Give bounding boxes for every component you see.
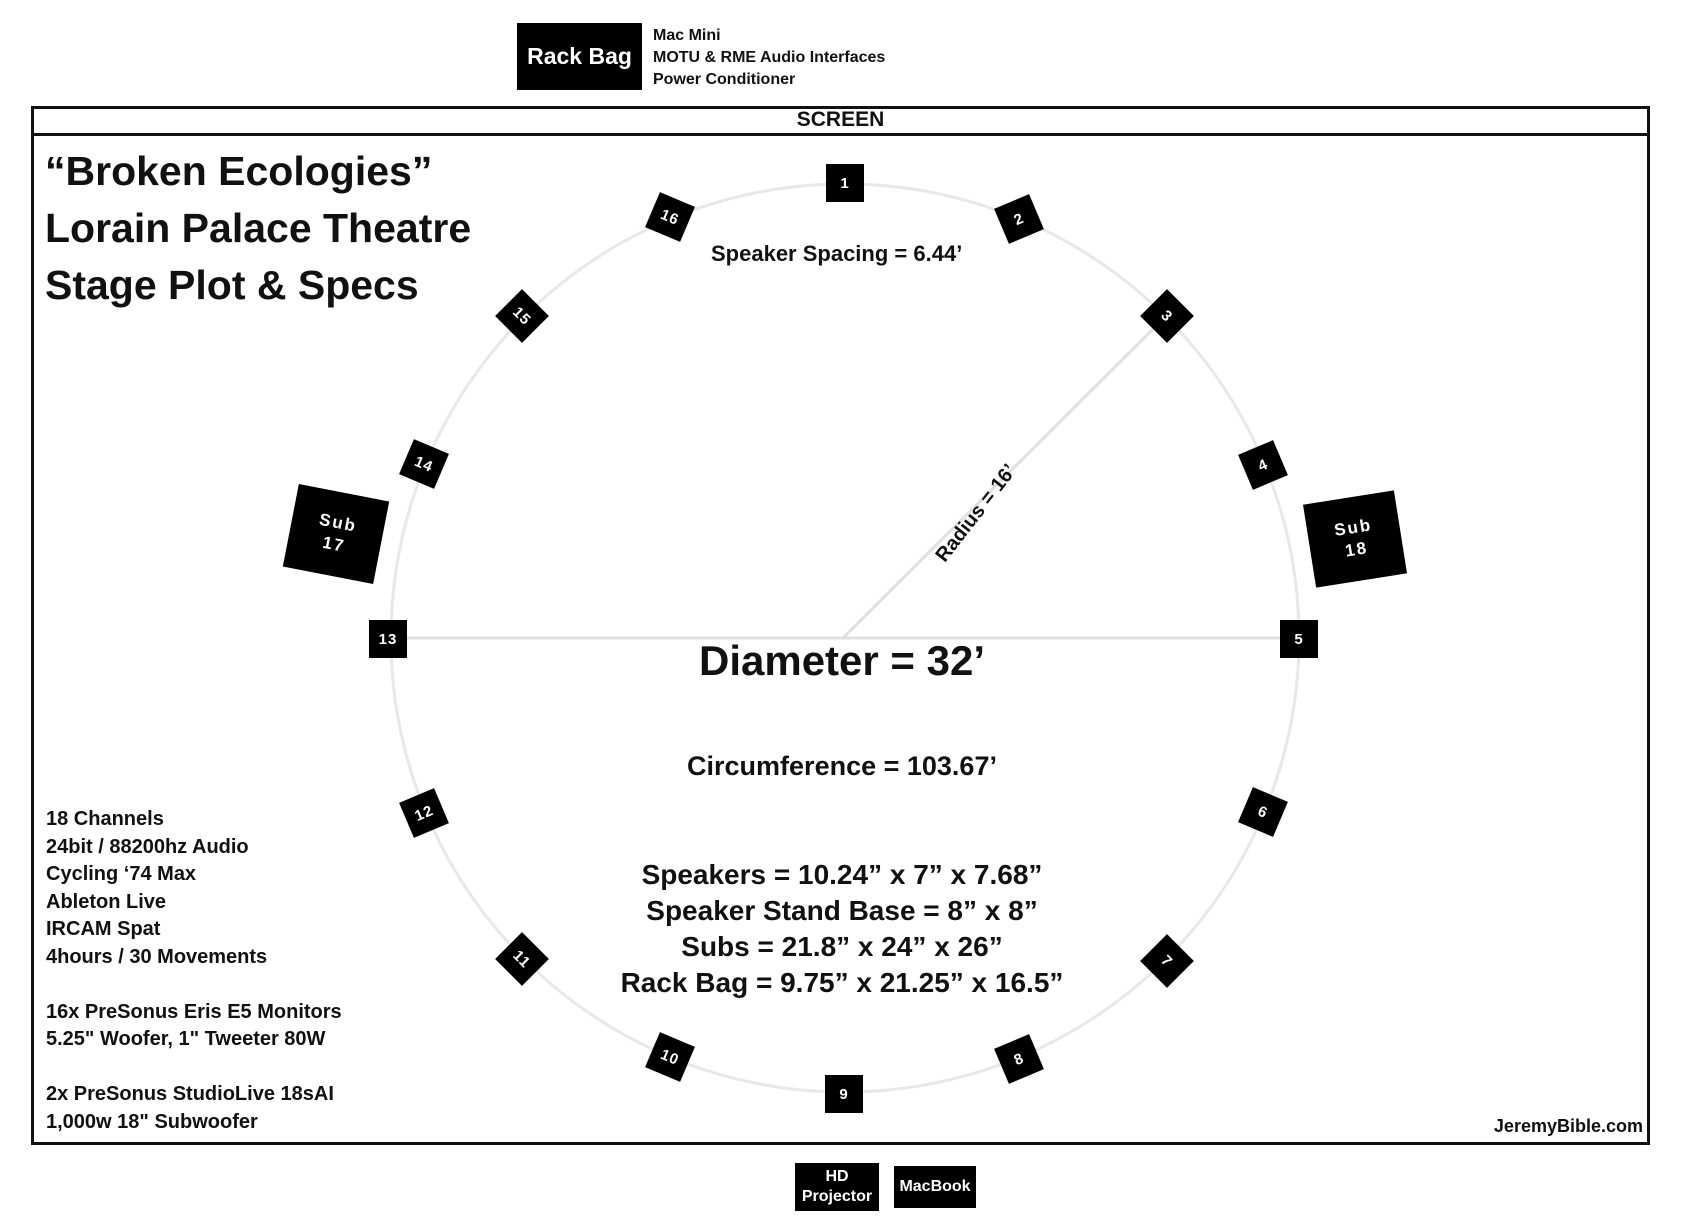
speaker-13: 13: [369, 620, 407, 658]
sub-17: Sub 17: [282, 483, 390, 585]
sub-18: Sub 18: [1302, 490, 1408, 588]
spec-line: [46, 1054, 342, 1082]
diameter-label: Diameter = 32’: [698, 637, 985, 684]
hd-projector-box: HD Projector: [795, 1163, 879, 1211]
dimensions-list: Speakers = 10.24” x 7” x 7.68” Speaker S…: [542, 857, 1142, 1001]
spec-line: Ableton Live: [46, 890, 167, 913]
title-line: “Broken Ecologies”: [45, 148, 433, 194]
spec-line: 2x PreSonus StudioLive 18sAI: [46, 1083, 334, 1105]
speaker-number: 2: [1011, 209, 1027, 229]
sub-label: Sub: [1332, 515, 1374, 541]
spec-line: [46, 971, 342, 999]
dimension-line: Speaker Stand Base = 8” x 8”: [646, 895, 1038, 926]
speaker-number: 16: [658, 205, 682, 229]
rack-bag-label: Rack Bag: [527, 43, 632, 69]
rack-item: Mac Mini: [653, 27, 721, 44]
sub-number: 17: [320, 532, 348, 556]
dimension-line: Subs = 21.8” x 24” x 26”: [681, 931, 1003, 962]
rack-item: Power Conditioner: [653, 71, 796, 88]
speaker-number: 1: [840, 174, 850, 192]
spec-line: 5.25" Woofer, 1" Tweeter 80W: [46, 1028, 326, 1050]
spec-line: 16x PreSonus Eris E5 Monitors: [46, 1000, 342, 1023]
speaker-spacing-label: Speaker Spacing = 6.44’: [711, 241, 963, 266]
sub-number: 18: [1343, 538, 1370, 561]
speaker-number: 9: [839, 1085, 849, 1103]
macbook-box: MacBook: [894, 1166, 976, 1208]
speaker-number: 12: [412, 801, 436, 825]
screen-bar: SCREEN: [31, 106, 1650, 136]
speaker-number: 5: [1294, 630, 1304, 648]
macbook-label: MacBook: [899, 1178, 971, 1195]
speaker-number: 14: [412, 452, 436, 476]
speaker-5: 5: [1280, 620, 1318, 658]
rack-item: MOTU & RME Audio Interfaces: [653, 49, 886, 66]
speaker-number: 3: [1157, 306, 1177, 326]
speaker-number: 6: [1255, 802, 1271, 822]
stage-frame: [31, 106, 1650, 1145]
spec-line: 4hours / 30 Movements: [46, 945, 268, 968]
speaker-1: 1: [826, 164, 864, 202]
title-line: Stage Plot & Specs: [45, 262, 419, 308]
speaker-number: 13: [378, 630, 398, 648]
rack-bag-box: Rack Bag: [517, 23, 642, 90]
screen-label: SCREEN: [796, 107, 885, 131]
spec-line: 24bit / 88200hz Audio: [46, 835, 249, 858]
speaker-number: 15: [509, 303, 535, 329]
speaker-9: 9: [825, 1075, 863, 1113]
speaker-number: 11: [509, 946, 535, 972]
dimension-line: Speakers = 10.24” x 7” x 7.68”: [641, 859, 1043, 890]
spec-line: Cycling ‘74 Max: [46, 863, 197, 885]
rack-bag-contents: Mac Mini MOTU & RME Audio Interfaces Pow…: [653, 25, 885, 91]
radius-line: [841, 315, 1167, 640]
title-line: Lorain Palace Theatre: [45, 205, 472, 251]
circumference-label: Circumference = 103.67’: [687, 751, 997, 781]
speaker-number: 10: [658, 1045, 682, 1069]
page-title: “Broken Ecologies” Lorain Palace Theatre…: [45, 143, 471, 314]
dimension-line: Rack Bag = 9.75” x 21.25” x 16.5”: [620, 967, 1064, 998]
tech-specs: 18 Channels 24bit / 88200hz Audio Cyclin…: [46, 806, 342, 1136]
speaker-number: 7: [1157, 951, 1177, 971]
speaker-number: 8: [1011, 1049, 1027, 1069]
projector-label: HD Projector: [801, 1168, 873, 1205]
speaker-number: 4: [1255, 455, 1271, 475]
spec-line: 1,000w 18" Subwoofer: [46, 1110, 258, 1133]
spec-line: IRCAM Spat: [46, 918, 161, 940]
spec-line: 18 Channels: [46, 808, 164, 830]
credit-link[interactable]: JeremyBible.com: [1493, 1116, 1643, 1136]
